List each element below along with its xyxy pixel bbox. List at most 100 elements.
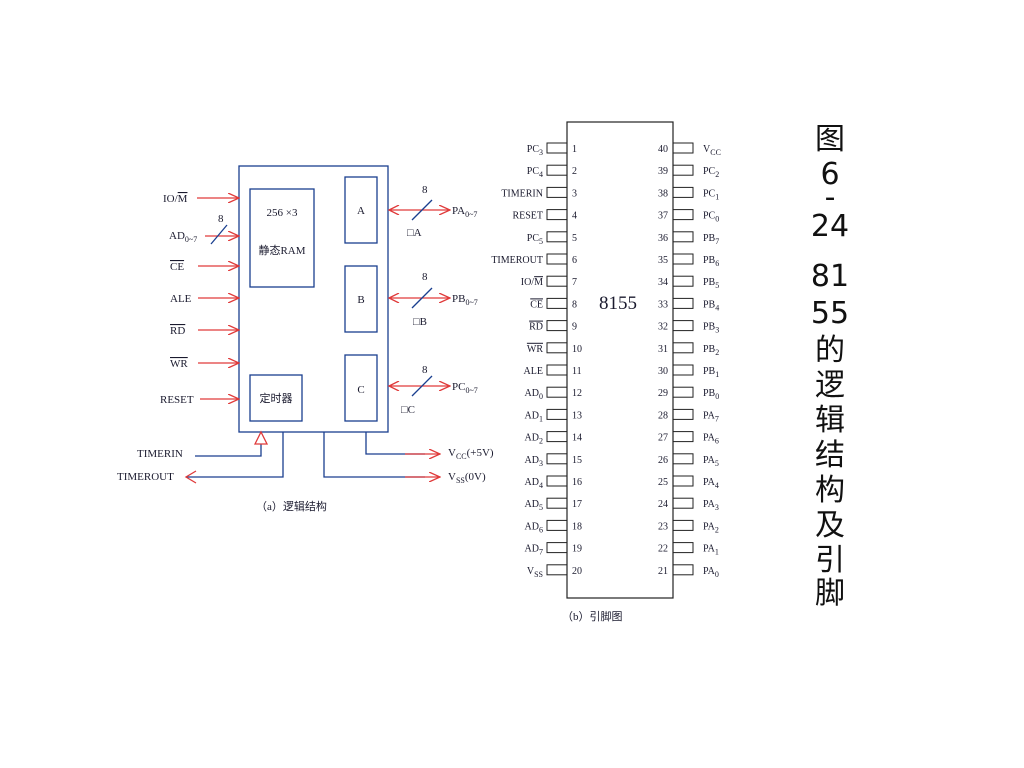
- title-line-9: 辑: [815, 403, 845, 438]
- right-pin-name-26: PA5: [703, 455, 719, 468]
- left-pin-lead-12: [546, 386, 568, 398]
- right-pin-lead-38: [672, 186, 694, 198]
- title-line-14: 脚: [815, 576, 845, 611]
- port-b-name: B: [357, 294, 364, 306]
- right-pin-number-33: 33: [658, 299, 668, 310]
- left-pin-lead-5: [546, 231, 568, 243]
- right-pin-number-21: 21: [658, 566, 668, 577]
- right-pin-number-37: 37: [658, 211, 668, 222]
- ad-bus-width: 8: [218, 213, 224, 225]
- left-pin-name-12: AD0: [525, 388, 543, 401]
- left-pin-number-12: 12: [572, 388, 582, 399]
- left-pin-12: 12 AD0: [525, 386, 582, 401]
- left-pin-name-10: WR: [527, 344, 543, 355]
- right-pin-26: 26 PA5: [658, 453, 719, 468]
- left-pin-number-2: 2: [572, 166, 577, 177]
- left-pin-name-19: AD7: [525, 544, 543, 557]
- right-pin-name-32: PB3: [703, 322, 719, 335]
- right-pin-lead-32: [672, 320, 694, 332]
- ic-body: [566, 121, 674, 599]
- left-pin-number-11: 11: [572, 366, 582, 377]
- right-pin-name-21: PA0: [703, 566, 719, 579]
- right-pin-name-40: VCC: [703, 144, 721, 157]
- left-pin-9: 9RD: [529, 320, 577, 333]
- title-line-10: 结: [815, 438, 845, 473]
- right-pin-33: 33 PB4: [658, 297, 719, 312]
- left-pin-number-6: 6: [572, 255, 577, 266]
- right-pin-lead-39: [672, 164, 694, 176]
- left-pin-lead-13: [546, 408, 568, 420]
- right-pin-lead-29: [672, 386, 694, 398]
- right-pin-number-34: 34: [658, 277, 668, 288]
- right-pin-32: 32 PB3: [658, 320, 719, 335]
- title-line-1: 图: [815, 122, 845, 157]
- title-line-6: 55: [811, 296, 849, 331]
- right-pin-name-33: PB4: [703, 299, 719, 312]
- left-pin-name-16: AD4: [525, 477, 543, 490]
- left-pin-lead-1: [546, 142, 568, 154]
- right-pin-lead-36: [672, 231, 694, 243]
- port-b-tag: □B: [413, 316, 427, 328]
- timerout-label: TIMEROUT: [117, 471, 174, 483]
- left-pin-name-13: AD1: [525, 410, 543, 423]
- left-pin-lead-6: [546, 253, 568, 265]
- right-pin-number-26: 26: [658, 455, 668, 466]
- right-pin-lead-23: [672, 519, 694, 531]
- port-b-output: 8 PB0~7 □B: [389, 271, 478, 328]
- title-line-5: 81: [811, 259, 849, 294]
- left-pin-number-3: 3: [572, 188, 577, 199]
- left-pin-number-20: 20: [572, 566, 582, 577]
- input-ale: ALE: [170, 293, 192, 305]
- right-pin-name-37: PC0: [703, 211, 719, 224]
- right-pin-lead-26: [672, 453, 694, 465]
- ram-label-type: 静态RAM: [258, 243, 305, 257]
- title-line-13: 引: [815, 543, 845, 578]
- timerout-line: [186, 432, 284, 478]
- timerout-arrow: [184, 470, 197, 484]
- right-pin-lead-25: [672, 475, 694, 487]
- right-pin-number-32: 32: [658, 322, 668, 333]
- right-pin-number-35: 35: [658, 255, 668, 266]
- input-reset: RESET: [160, 394, 194, 406]
- left-pin-number-14: 14: [572, 433, 582, 444]
- left-pin-name-11: ALE: [524, 366, 543, 377]
- right-pin-name-27: PA6: [703, 433, 719, 446]
- port-a-out-label: PA0~7: [452, 205, 477, 219]
- port-a-name: A: [357, 205, 365, 217]
- right-pin-name-36: PB7: [703, 233, 719, 246]
- left-pin-name-9: RD: [529, 322, 543, 333]
- left-pin-lead-10: [546, 342, 568, 354]
- left-pin-lead-8: [546, 297, 568, 309]
- left-pin-name-3: TIMERIN: [501, 188, 543, 199]
- title-line-11: 构: [815, 473, 845, 508]
- title-line-8: 逻: [815, 368, 845, 403]
- pinout-caption: （b）引脚图: [562, 609, 623, 623]
- timerin-label: TIMERIN: [137, 448, 183, 460]
- left-pin-number-5: 5: [572, 233, 577, 244]
- ram-label-size: 256 ×3: [267, 207, 298, 219]
- right-pin-name-22: PA1: [703, 544, 719, 557]
- right-pin-name-31: PB2: [703, 344, 719, 357]
- right-pin-lead-31: [672, 342, 694, 354]
- port-c-out-label: PC0~7: [452, 381, 478, 395]
- right-pin-number-29: 29: [658, 388, 668, 399]
- input-wr: WR: [170, 358, 188, 370]
- vcc-line: [365, 432, 425, 455]
- right-pin-name-34: PB5: [703, 277, 719, 290]
- left-pin-lead-19: [546, 542, 568, 554]
- vss-line: [323, 432, 425, 478]
